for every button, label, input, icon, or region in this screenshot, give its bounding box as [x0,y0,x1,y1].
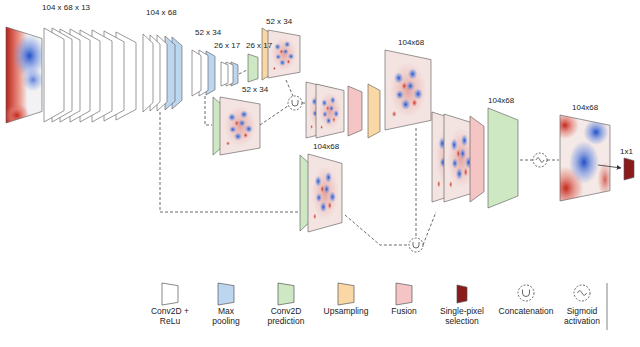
concat-symbol [292,100,298,106]
concat-circle [518,285,534,301]
sigmoid-circle [574,285,590,301]
legend-label: Single-pixel selection [435,306,489,326]
output-pixel [624,158,634,180]
conv-layer [221,62,228,86]
dashed-link [205,96,212,125]
legend-label: Max pooling [206,306,246,326]
legend-swatch [337,282,355,306]
upsample-layer [368,84,380,138]
heatmap-layer [385,50,431,130]
legend-swatch-shape [218,283,234,305]
dimension-label: 26 x 17 [246,41,272,51]
dashed-link [416,128,417,238]
fusion-layer [348,86,362,136]
dashed-link [547,160,559,161]
legend-swatch [217,282,235,306]
dimension-label: 52 x 34 [242,85,268,95]
heatmap-layer [268,30,300,78]
heatmap-layer [220,97,260,155]
legend-divider [607,283,608,330]
heatmap-layer [316,84,344,138]
sigmoid-circle [533,153,547,167]
legend-swatch [395,282,413,306]
concat-symbol [523,290,530,297]
dimension-label: 104x68 [572,103,598,113]
heatmap-layer [308,154,342,232]
conv-layer [44,28,64,122]
dimension-label: 104 x 68 [146,8,177,18]
dimension-label: 1x1 [620,147,633,157]
legend-swatch-shape [338,283,354,305]
legend-swatch-shape [278,283,294,305]
concat-circle [288,96,302,110]
legend-label: Conv2D prediction [260,306,312,326]
dimension-label: 104x68 [488,96,514,106]
dimension-label: 26 x 17 [214,41,240,51]
decoder-blocks [213,28,634,232]
legend-label: Concatenation [495,306,557,316]
output-heatmap [560,115,610,201]
fusion-layer [470,116,484,202]
sigmoid-symbol [578,291,587,296]
dimension-label: 104x68 [398,38,424,48]
dimension-label: 52 x 34 [195,28,221,38]
legend-label: Conv2D + ReLu [147,306,193,326]
input-stack [6,27,136,123]
dashed-link [302,103,305,104]
dashed-link [520,160,533,161]
selection-arrow [598,165,621,168]
legend-swatch-shape [396,283,412,305]
operators [288,96,621,252]
prediction-layer [248,54,258,82]
legend-swatch-shape [162,283,178,305]
legend-swatch [456,284,468,304]
concat-symbol [413,242,419,248]
legend-label: Fusion [383,306,425,316]
sigmoid-symbol [536,158,544,163]
skip-connections [160,70,559,245]
conv-layer [143,34,153,112]
dashed-link [345,215,409,245]
input-heatmap [6,27,42,123]
legend-swatch-shape [457,285,467,303]
dimension-label: 104 x 68 x 13 [42,3,90,13]
conv-layer [192,50,201,96]
prediction-layer [488,108,518,208]
dashed-link [423,212,436,245]
legend-label: Upsampling [318,306,374,316]
dimension-label: 52 x 34 [266,17,292,27]
dashed-link [239,70,247,74]
legend-swatch [277,282,295,306]
dimension-label: 104x68 [313,142,339,152]
dashed-link [260,106,288,125]
legend-swatch [161,282,179,306]
concat-circle [409,238,423,252]
dashed-link [286,80,293,96]
legend-label: Sigmoid activation [558,306,606,326]
